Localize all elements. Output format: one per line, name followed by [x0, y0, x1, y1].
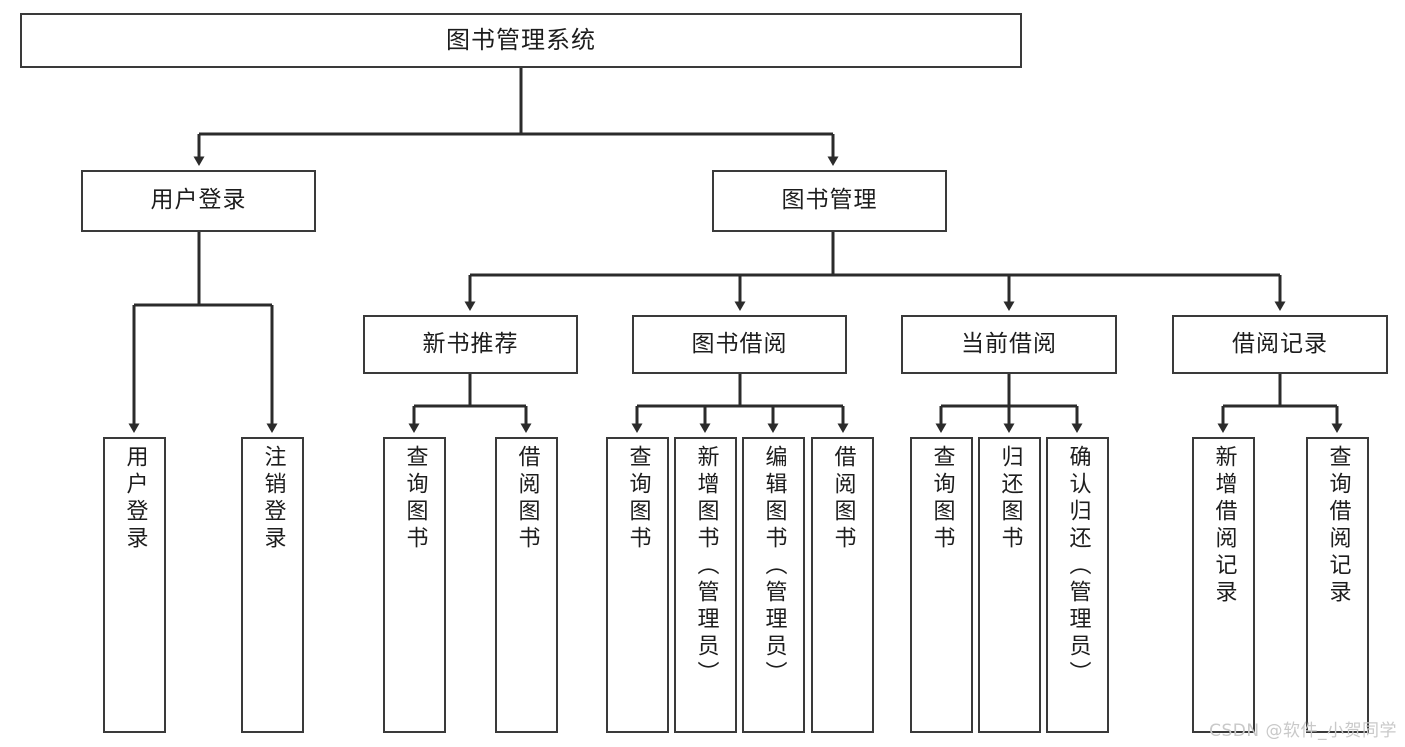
node-label: 查询图书	[625, 445, 651, 553]
node-new-book-recommend[interactable]: 新书推荐	[363, 315, 578, 374]
node-label: 新书推荐	[422, 330, 519, 357]
node-label: 编辑图书（管理员）	[761, 445, 787, 688]
leaf-user-login-login[interactable]: 用户登录	[103, 437, 166, 733]
node-label: 借阅记录	[1232, 330, 1328, 357]
node-root-system[interactable]: 图书管理系统	[20, 13, 1022, 68]
node-label: 确认归还（管理员）	[1065, 445, 1091, 688]
leaf-book-borrow-add[interactable]: 新增图书（管理员）	[674, 437, 737, 733]
node-label: 查询图书	[929, 445, 955, 553]
leaf-book-borrow-borrow[interactable]: 借阅图书	[811, 437, 874, 733]
node-label: 查询借阅记录	[1325, 445, 1351, 607]
node-label: 新增借阅记录	[1211, 445, 1237, 607]
leaf-borrow-record-query[interactable]: 查询借阅记录	[1306, 437, 1369, 733]
node-label: 图书借阅	[691, 330, 788, 357]
csdn-watermark: CSDN @软件_小贺同学	[1209, 721, 1397, 741]
leaf-current-borrow-query[interactable]: 查询图书	[910, 437, 973, 733]
node-label: 图书管理系统	[446, 26, 596, 55]
node-label: 当前借阅	[961, 330, 1057, 357]
leaf-borrow-record-add[interactable]: 新增借阅记录	[1192, 437, 1255, 733]
node-label: 图书管理	[781, 187, 878, 214]
node-label: 借阅图书	[514, 445, 540, 553]
leaf-book-borrow-query[interactable]: 查询图书	[606, 437, 669, 733]
node-user-login[interactable]: 用户登录	[81, 170, 316, 232]
node-label: 查询图书	[402, 445, 428, 553]
leaf-user-login-logout[interactable]: 注销登录	[241, 437, 304, 733]
node-label: 用户登录	[150, 187, 247, 214]
node-book-management[interactable]: 图书管理	[712, 170, 947, 232]
leaf-new-book-borrow[interactable]: 借阅图书	[495, 437, 558, 733]
leaf-new-book-query[interactable]: 查询图书	[383, 437, 446, 733]
node-borrow-record[interactable]: 借阅记录	[1172, 315, 1388, 374]
leaf-book-borrow-edit[interactable]: 编辑图书（管理员）	[742, 437, 805, 733]
node-label: 归还图书	[997, 445, 1023, 553]
node-book-borrow[interactable]: 图书借阅	[632, 315, 847, 374]
node-label: 借阅图书	[830, 445, 856, 553]
leaf-current-borrow-confirm-return[interactable]: 确认归还（管理员）	[1046, 437, 1109, 733]
node-current-borrow[interactable]: 当前借阅	[901, 315, 1117, 374]
node-label: 用户登录	[122, 445, 148, 553]
node-label: 注销登录	[260, 445, 286, 553]
leaf-current-borrow-return[interactable]: 归还图书	[978, 437, 1041, 733]
node-label: 新增图书（管理员）	[693, 445, 719, 688]
